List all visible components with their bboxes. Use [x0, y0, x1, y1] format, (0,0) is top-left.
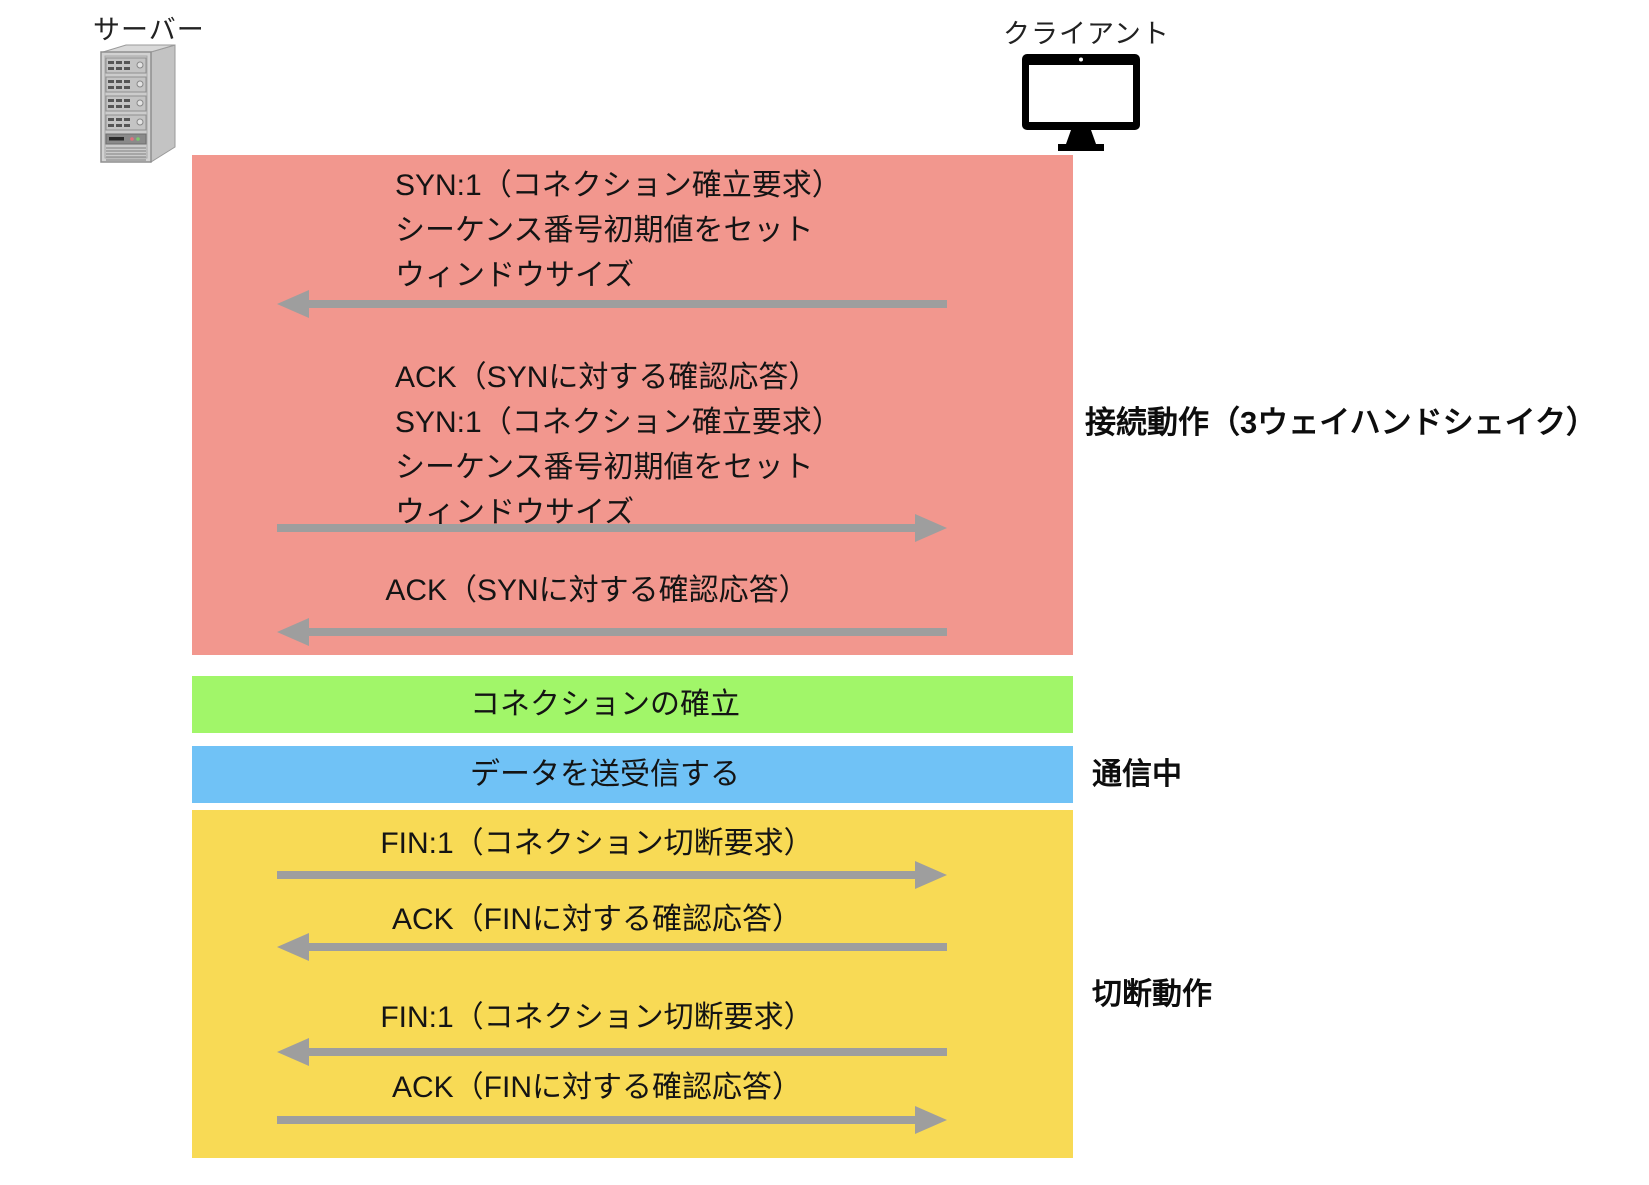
data-transfer-section: データを送受信する: [192, 746, 1073, 803]
transfer-side-label: 通信中: [1092, 758, 1182, 791]
message-line: SYN:1（コネクション確立要求）: [395, 169, 842, 202]
message-line: SYN:1（コネクション確立要求）: [395, 406, 842, 439]
handshake-side-label: 接続動作（3ウェイハンドシェイク）: [1085, 405, 1597, 440]
ack-message: ACK（SYNに対する確認応答）: [385, 574, 809, 607]
ack-message: ACK（FINに対する確認応答）: [391, 903, 802, 936]
handshake-section: SYN:1（コネクション確立要求） シーケンス番号初期値をセット ウィンドウサイ…: [192, 155, 1073, 655]
ack-arrow-to-server: [277, 618, 947, 646]
message-line: シーケンス番号初期値をセット: [395, 214, 814, 247]
arrow-shaft: [305, 628, 947, 636]
syn-message: SYN:1（コネクション確立要求） シーケンス番号初期値をセット ウィンドウサイ…: [395, 163, 842, 298]
arrowhead-left-icon: [277, 1038, 309, 1066]
teardown-side-label: 切断動作: [1092, 978, 1212, 1011]
arrow-shaft: [305, 300, 947, 308]
arrowhead-right-icon: [915, 514, 947, 542]
arrow-shaft: [277, 1116, 919, 1124]
client-label: クライアント: [1003, 19, 1170, 49]
arrow-shaft: [305, 1048, 947, 1056]
ack-arrow-to-server: [277, 933, 947, 961]
message-line: ウィンドウサイズ: [395, 259, 635, 292]
connection-established-label: コネクションの確立: [470, 688, 740, 721]
syn-arrow-to-server: [277, 290, 947, 318]
arrowhead-left-icon: [277, 618, 309, 646]
connection-established-section: コネクションの確立: [192, 676, 1073, 733]
arrowhead-right-icon: [915, 1106, 947, 1134]
arrow-shaft: [277, 871, 919, 879]
ack-arrow-to-client: [277, 1106, 947, 1134]
server-label: サーバー: [93, 15, 205, 45]
fin-arrow-to-client: [277, 861, 947, 889]
server-icon: [100, 44, 176, 163]
ack-message: ACK（FINに対する確認応答）: [391, 1071, 802, 1104]
fin-message: FIN:1（コネクション切断要求）: [380, 827, 814, 860]
message-line: ウィンドウサイズ: [395, 496, 635, 529]
fin-message: FIN:1（コネクション切断要求）: [380, 1001, 814, 1034]
message-line: ACK（SYNに対する確認応答）: [395, 361, 819, 394]
syn-ack-message: ACK（SYNに対する確認応答） SYN:1（コネクション確立要求） シーケンス…: [395, 355, 842, 535]
teardown-section: FIN:1（コネクション切断要求） ACK（FINに対する確認応答） FIN:1…: [192, 810, 1073, 1158]
message-line: シーケンス番号初期値をセット: [395, 451, 814, 484]
arrow-shaft: [277, 524, 919, 532]
arrowhead-left-icon: [277, 290, 309, 318]
arrow-shaft: [305, 943, 947, 951]
fin-arrow-to-server: [277, 1038, 947, 1066]
arrowhead-right-icon: [915, 861, 947, 889]
data-transfer-label: データを送受信する: [470, 758, 740, 791]
syn-ack-arrow-to-client: [277, 514, 947, 542]
arrowhead-left-icon: [277, 933, 309, 961]
monitor-icon: [1022, 54, 1140, 151]
